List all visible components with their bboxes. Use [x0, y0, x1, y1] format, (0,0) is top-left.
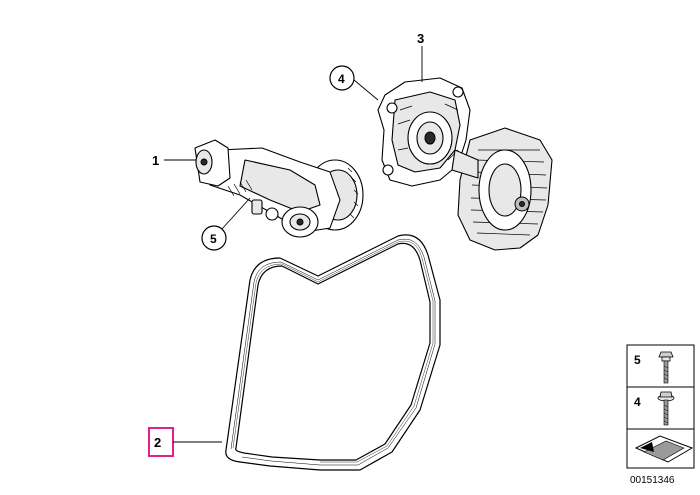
legend-row-5-label: 5: [634, 353, 641, 367]
part-3-belt-tensioner-assembly[interactable]: [377, 77, 553, 251]
callout-2[interactable]: 2: [148, 427, 222, 457]
callout-5-label: 5: [210, 232, 217, 246]
callout-5: 5: [201, 197, 251, 251]
callout-4-label: 4: [338, 72, 345, 86]
callout-3-label: 3: [417, 31, 424, 46]
callout-4: 4: [329, 65, 379, 101]
direction-arrow-icon: [634, 435, 694, 463]
part-2-ribbed-v-belt[interactable]: [225, 234, 441, 471]
callout-1-label: 1: [152, 153, 159, 168]
parts-legend: 5 4: [626, 344, 695, 469]
part-1-mechanical-tensioner[interactable]: [194, 139, 364, 238]
callout-1: 1: [152, 153, 196, 168]
callout-3: 3: [417, 31, 424, 82]
document-number: 00151346: [630, 475, 675, 486]
callout-2-label: 2: [154, 435, 161, 450]
bolt-icon: [658, 351, 674, 384]
legend-row-4-label: 4: [634, 395, 641, 409]
flange-bolt-icon: [657, 391, 675, 426]
